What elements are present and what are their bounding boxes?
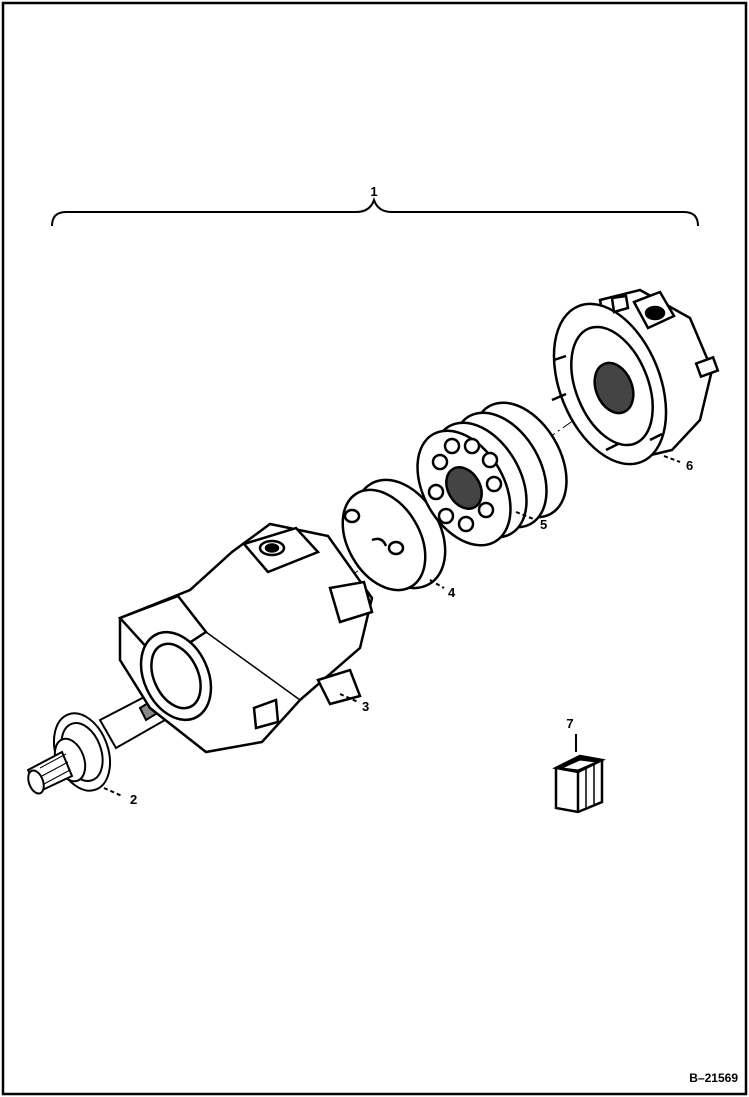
end-cover-part xyxy=(551,288,720,466)
valve-plate-part xyxy=(341,478,447,592)
callout-4: 4 xyxy=(448,585,456,600)
seal-kit-part xyxy=(552,754,606,814)
leader-2 xyxy=(103,787,123,797)
callout-2: 2 xyxy=(130,792,137,807)
callout-7: 7 xyxy=(566,716,573,731)
housing-part xyxy=(117,522,374,754)
figure-number: B–21569 xyxy=(689,1071,738,1085)
leader-5 xyxy=(515,511,537,521)
leader-6 xyxy=(663,455,681,463)
callout-3: 3 xyxy=(362,699,369,714)
callout-5: 5 xyxy=(540,517,547,532)
assembly-bracket xyxy=(51,196,699,227)
cylinder-barrel-part xyxy=(416,401,568,547)
callout-1: 1 xyxy=(370,184,377,199)
callout-6: 6 xyxy=(686,458,693,473)
leader-3 xyxy=(339,693,359,703)
leader-4 xyxy=(429,579,445,589)
